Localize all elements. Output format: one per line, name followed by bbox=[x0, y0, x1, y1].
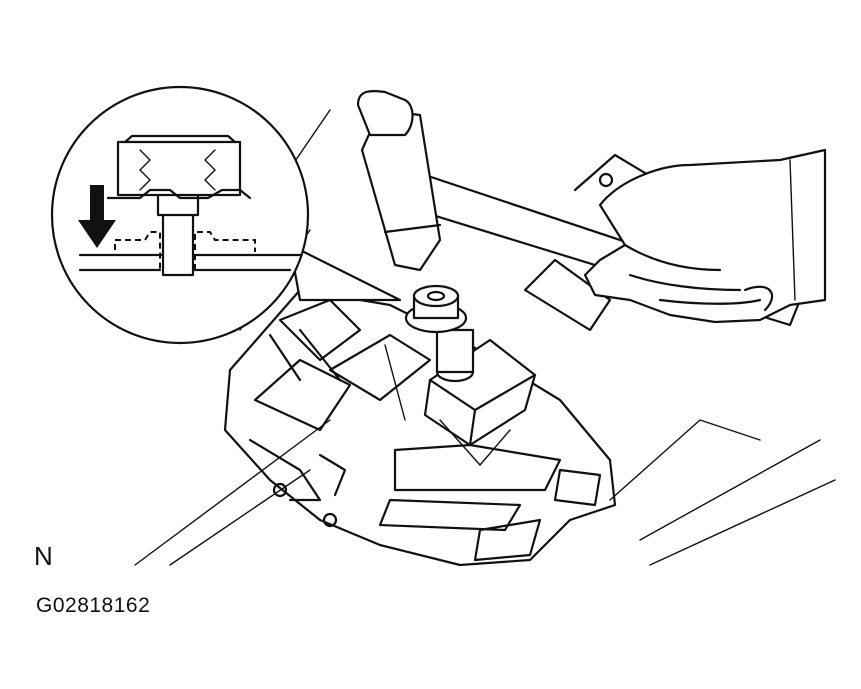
pin-with-nut bbox=[404, 284, 475, 383]
detail-callout bbox=[50, 85, 402, 345]
view-letter: N bbox=[34, 541, 53, 571]
hand bbox=[583, 148, 827, 324]
figure-code: G02818162 bbox=[36, 594, 151, 617]
down-arrow-icon bbox=[78, 185, 116, 248]
housing-casting bbox=[223, 288, 617, 567]
